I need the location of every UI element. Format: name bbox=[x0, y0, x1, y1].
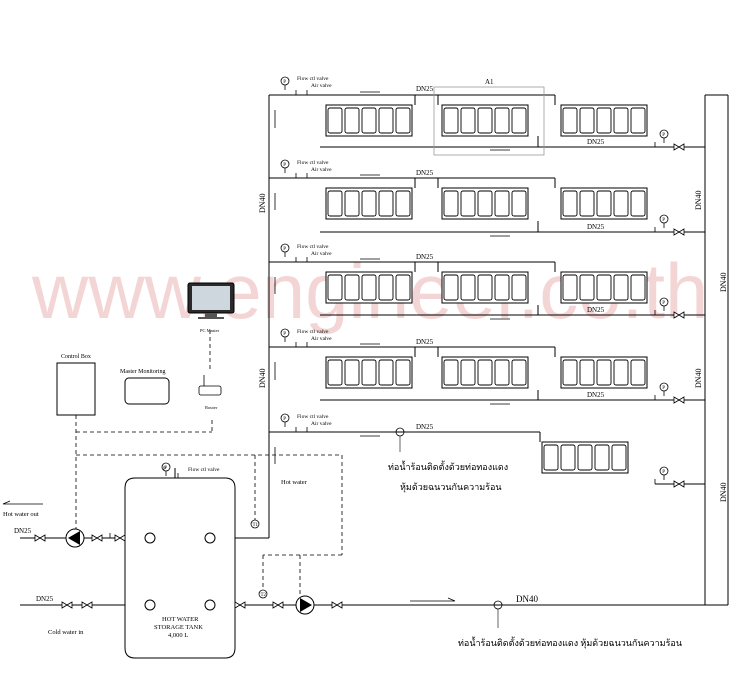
pressure-gauge-row4-right-icon-letter: P bbox=[662, 386, 665, 391]
hot-out-valve-3-icon bbox=[114, 534, 126, 542]
t2-sensor-icon bbox=[258, 589, 268, 599]
thai-note-upper-line2: หุ้มด้วยฉนวนกันความร้อน bbox=[400, 482, 502, 493]
master-monitoring-unit bbox=[124, 377, 170, 405]
label-dn25-r3b: DN25 bbox=[587, 306, 605, 314]
label-dn25-r3a: DN25 bbox=[416, 253, 434, 261]
label-p-tank: P bbox=[163, 466, 166, 472]
pressure-gauge-row4-left-icon-letter: P bbox=[283, 332, 286, 337]
label-flow-ctl-r3: Flow ctl valve bbox=[297, 244, 329, 250]
label-dn40-left-b: DN40 bbox=[258, 368, 267, 388]
label-dn40-far-b: DN40 bbox=[719, 482, 728, 502]
panel-row4-a bbox=[325, 356, 413, 389]
label-air-valve-r2: Air valve bbox=[311, 167, 332, 173]
label-dn25-r5: DN25 bbox=[416, 423, 434, 431]
label-dn25-r1b: DN25 bbox=[587, 138, 605, 146]
panel-row3-c bbox=[560, 271, 648, 304]
t1-sensor-icon bbox=[250, 519, 260, 529]
label-dn25-r2a: DN25 bbox=[416, 169, 434, 177]
hot-water-out-pump-icon bbox=[65, 528, 85, 548]
panel-row5 bbox=[541, 441, 629, 474]
pressure-gauge-row5-left-icon-letter: P bbox=[283, 417, 286, 422]
label-air-valve-r5: Air valve bbox=[311, 421, 332, 427]
control-box bbox=[56, 362, 96, 416]
label-dn40-far-a: DN40 bbox=[719, 272, 728, 292]
return-line-valve-3-icon bbox=[331, 601, 343, 609]
return-valve-row3-icon bbox=[673, 311, 685, 319]
panel-row1-b bbox=[441, 104, 529, 137]
label-a1: A1 bbox=[485, 78, 494, 86]
label-dn25-r1a: DN25 bbox=[416, 85, 434, 93]
label-flow-ctl-r5: Flow ctl valve bbox=[297, 414, 329, 420]
label-dn40-right-a: DN40 bbox=[694, 190, 703, 210]
return-valve-row5-icon bbox=[673, 480, 685, 488]
pressure-gauge-row3-right-icon-letter: P bbox=[662, 301, 665, 306]
return-pump-icon bbox=[295, 595, 315, 615]
label-flow-ctl-r2: Flow ctl valve bbox=[297, 160, 329, 166]
thai-note-upper-line1: ท่อน้ำร้อนติดตั้งด้วยท่อทองแดง bbox=[388, 460, 508, 472]
dynamic-group: P P P P P P P P P P P bbox=[34, 76, 685, 609]
label-t1: T1 bbox=[253, 523, 259, 528]
label-hot-water-out: Hot water out bbox=[3, 511, 39, 518]
label-master-monitoring: Master Monitoring bbox=[120, 369, 166, 375]
label-dn25-r4a: DN25 bbox=[416, 338, 434, 346]
panel-row2-a bbox=[325, 187, 413, 220]
pressure-gauge-row2-right-icon-letter: P bbox=[662, 218, 665, 223]
return-line-valve-2-icon bbox=[272, 601, 284, 609]
label-dn40-right-b: DN40 bbox=[694, 368, 703, 388]
label-dn40-bottom: DN40 bbox=[516, 594, 538, 604]
pressure-gauge-row1-right-icon-letter: P bbox=[662, 133, 665, 138]
panel-row2-b bbox=[441, 187, 529, 220]
pressure-gauge-row2-left-icon-letter: P bbox=[283, 163, 286, 168]
label-flow-ctl-r1: Flow ctl valve bbox=[297, 76, 329, 82]
panel-row1-a bbox=[325, 104, 413, 137]
panel-row4-b bbox=[441, 356, 529, 389]
label-flow-ctl-r4: Flow ctl valve bbox=[297, 329, 329, 335]
storage-tank bbox=[124, 477, 236, 659]
label-dn25-r2b: DN25 bbox=[587, 223, 605, 231]
label-dn25-r4b: DN25 bbox=[587, 391, 605, 399]
label-flow-ctl-tank: Flow ctl valve bbox=[188, 467, 220, 473]
label-dn40-left-a: DN40 bbox=[258, 193, 267, 213]
label-t2: T2 bbox=[261, 593, 267, 598]
label-dn25-cold-in: DN25 bbox=[36, 595, 54, 603]
label-control-box: Control Box bbox=[61, 354, 91, 360]
panel-row2-c bbox=[560, 187, 648, 220]
hot-out-valve-1-icon bbox=[34, 534, 46, 542]
pc-monitor-icon bbox=[187, 282, 235, 319]
label-air-valve-r1: Air valve bbox=[311, 83, 332, 89]
return-valve-row1-icon bbox=[673, 143, 685, 151]
label-router: Router bbox=[205, 405, 218, 410]
label-tank-line1: HOT WATER bbox=[162, 616, 199, 623]
panel-row3-a bbox=[325, 271, 413, 304]
panel-row1-c bbox=[560, 104, 648, 137]
return-line-valve-1-icon bbox=[234, 601, 246, 609]
cold-in-valve-2-icon bbox=[81, 601, 93, 609]
pressure-gauge-tank-icon-letter: P bbox=[164, 466, 167, 471]
return-valve-row4-icon bbox=[673, 396, 685, 404]
label-hot-water: Hot water bbox=[281, 479, 308, 486]
panel-row4-c bbox=[560, 356, 648, 389]
pressure-gauge-row3-left-icon-letter: P bbox=[283, 247, 286, 252]
label-tank-line2: STORAGE TANK bbox=[154, 624, 203, 631]
hot-out-valve-2-icon bbox=[91, 534, 103, 542]
tank-nozzles bbox=[144, 532, 216, 611]
label-dn25-hot-out: DN25 bbox=[14, 527, 32, 535]
label-tank-line3: 4,000 L bbox=[168, 632, 188, 639]
return-valve-row2-icon bbox=[673, 228, 685, 236]
group-box-a1 bbox=[433, 86, 545, 156]
cold-in-valve-1-icon bbox=[61, 601, 73, 609]
control-wiring bbox=[75, 330, 343, 595]
panel-row3-b bbox=[441, 271, 529, 304]
label-air-valve-r3: Air valve bbox=[311, 251, 332, 257]
thai-note-lower: ท่อน้ำร้อนติดตั้งด้วยท่อทองแดง หุ้มด้วยฉ… bbox=[458, 636, 682, 649]
router-icon bbox=[198, 375, 222, 396]
label-air-valve-r4: Air valve bbox=[311, 336, 332, 342]
label-pc-master: PC Master bbox=[200, 328, 220, 333]
pressure-gauge-row1-left-icon-letter: P bbox=[283, 80, 286, 85]
flow-arrows bbox=[2, 91, 510, 602]
label-cold-water-in: Cold water in bbox=[48, 629, 84, 636]
pressure-gauge-row5-right-icon-letter: P bbox=[662, 470, 665, 475]
